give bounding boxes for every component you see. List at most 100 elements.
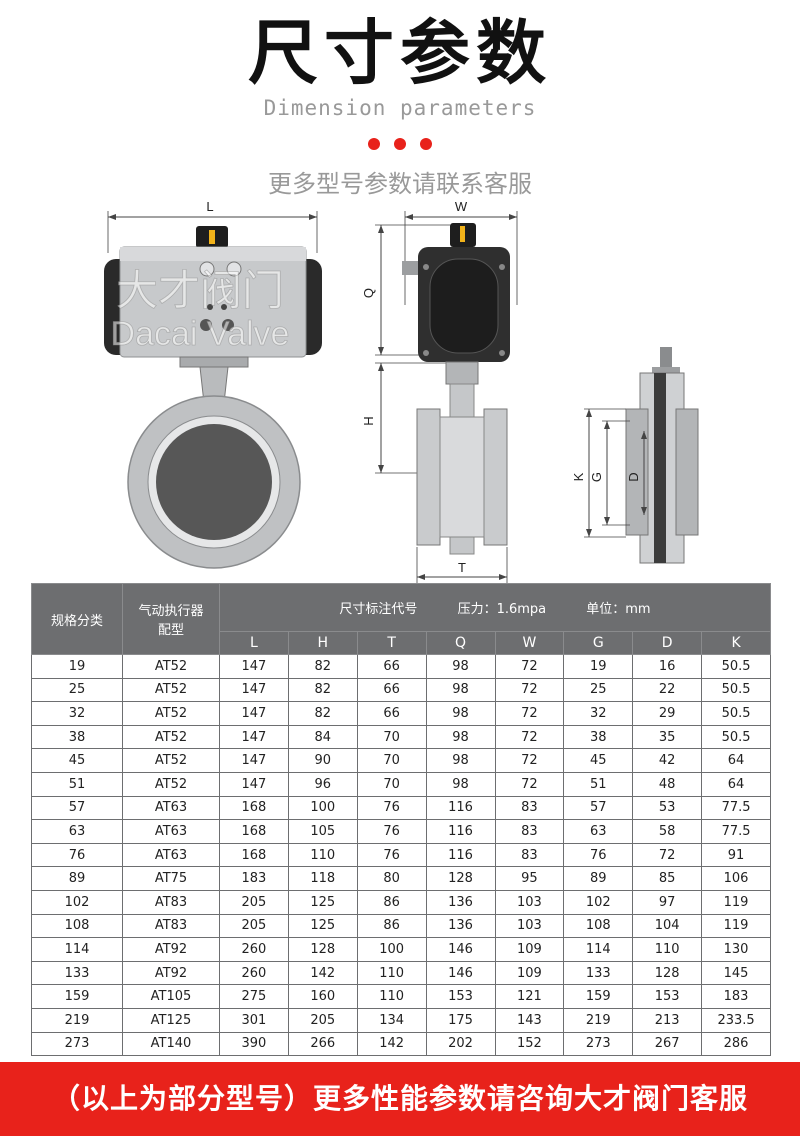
table-cell: 102 xyxy=(563,889,634,915)
table-cell: 128 xyxy=(425,866,496,891)
header-t: T xyxy=(356,631,427,655)
table-cell: 70 xyxy=(356,748,427,773)
table-cell: 86 xyxy=(356,913,427,939)
table-cell: 114 xyxy=(31,937,123,962)
table-cell: 125 xyxy=(287,889,358,915)
red-dot-icon xyxy=(420,138,432,150)
table-cell: 128 xyxy=(287,937,358,962)
table-cell: 213 xyxy=(632,1007,703,1033)
table-cell: 152 xyxy=(494,1031,565,1057)
table-cell: 142 xyxy=(356,1031,427,1057)
table-cell: 83 xyxy=(494,795,565,821)
table-cell: 91 xyxy=(701,842,771,868)
table-cell: AT140 xyxy=(122,1031,220,1057)
header-pressure: 压力：1.6mpa xyxy=(457,602,547,617)
header-d: D xyxy=(632,631,703,655)
table-cell: 128 xyxy=(632,960,703,986)
table-cell: AT52 xyxy=(122,701,220,726)
table-cell: 89 xyxy=(31,866,123,891)
table-cell: 153 xyxy=(632,984,703,1009)
table-cell: 104 xyxy=(632,913,703,939)
table-cell: 205 xyxy=(219,913,289,939)
table-cell: 275 xyxy=(219,984,289,1009)
table-cell: 51 xyxy=(31,771,123,797)
table-cell: 273 xyxy=(31,1031,123,1057)
table-cell: 116 xyxy=(425,795,496,821)
table-cell: AT125 xyxy=(122,1007,220,1033)
table-cell: AT105 xyxy=(122,984,220,1009)
table-cell: 136 xyxy=(425,889,496,915)
table-cell: 63 xyxy=(31,819,123,844)
table-cell: 98 xyxy=(425,701,496,726)
table-cell: 146 xyxy=(425,960,496,986)
table-cell: 76 xyxy=(356,819,427,844)
table-cell: 160 xyxy=(287,984,358,1009)
table-cell: 50.5 xyxy=(701,724,771,750)
dim-label-G: G xyxy=(589,472,604,482)
table-cell: 76 xyxy=(356,795,427,821)
table-cell: 133 xyxy=(563,960,634,986)
table-cell: 202 xyxy=(425,1031,496,1057)
contact-note: 更多型号参数请联系客服 xyxy=(268,170,532,198)
page-title: 尺寸参数 xyxy=(248,12,552,94)
table-cell: 72 xyxy=(494,654,565,679)
table-cell: 83 xyxy=(494,842,565,868)
header-spec: 规格分类 xyxy=(31,583,123,655)
front-view-drawing: L 大才阀门 Dacai Valve xyxy=(104,199,322,569)
table-cell: 168 xyxy=(219,795,289,821)
table-cell: 108 xyxy=(31,913,123,939)
table-cell: AT52 xyxy=(122,748,220,773)
dim-label-L: L xyxy=(206,199,213,214)
header-dimensions: 尺寸标注代号 压力：1.6mpa 单位：mm xyxy=(219,583,771,632)
table-cell: 84 xyxy=(287,724,358,750)
table-cell: 147 xyxy=(219,724,289,750)
table-cell: 57 xyxy=(31,795,123,821)
table-cell: 22 xyxy=(632,677,703,703)
table-cell: 147 xyxy=(219,677,289,703)
table-cell: 82 xyxy=(287,701,358,726)
table-cell: 267 xyxy=(632,1031,703,1057)
table-cell: 77.5 xyxy=(701,795,771,821)
table-cell: 219 xyxy=(563,1007,634,1033)
table-cell: 82 xyxy=(287,654,358,679)
table-cell: 143 xyxy=(494,1007,565,1033)
table-cell: 25 xyxy=(31,677,123,703)
header-actuator-line2: 配型 xyxy=(157,623,184,638)
table-cell: AT92 xyxy=(122,937,220,962)
table-cell: 146 xyxy=(425,937,496,962)
table-cell: 145 xyxy=(701,960,771,986)
dim-label-H: H xyxy=(361,416,376,425)
table-cell: 103 xyxy=(494,889,565,915)
header-actuator-line1: 气动执行器 xyxy=(138,604,204,619)
header-l: L xyxy=(219,631,289,655)
table-cell: 147 xyxy=(219,771,289,797)
table-cell: 175 xyxy=(425,1007,496,1033)
table-cell: AT75 xyxy=(122,866,220,891)
table-cell: 147 xyxy=(219,701,289,726)
table-cell: 183 xyxy=(701,984,771,1009)
table-cell: 98 xyxy=(425,654,496,679)
table-cell: 19 xyxy=(563,654,634,679)
table-cell: 114 xyxy=(563,937,634,962)
table-cell: 85 xyxy=(632,866,703,891)
table-cell: AT52 xyxy=(122,654,220,679)
table-cell: 159 xyxy=(563,984,634,1009)
table-cell: 168 xyxy=(219,842,289,868)
table-cell: 98 xyxy=(425,677,496,703)
dim-label-D: D xyxy=(626,472,641,481)
table-cell: 100 xyxy=(356,937,427,962)
table-cell: 50.5 xyxy=(701,677,771,703)
table-cell: 147 xyxy=(219,748,289,773)
table-cell: 98 xyxy=(425,724,496,750)
header-g: G xyxy=(563,631,634,655)
watermark-en: Dacai Valve xyxy=(111,315,290,353)
table-cell: 390 xyxy=(219,1031,289,1057)
table-cell: 53 xyxy=(632,795,703,821)
